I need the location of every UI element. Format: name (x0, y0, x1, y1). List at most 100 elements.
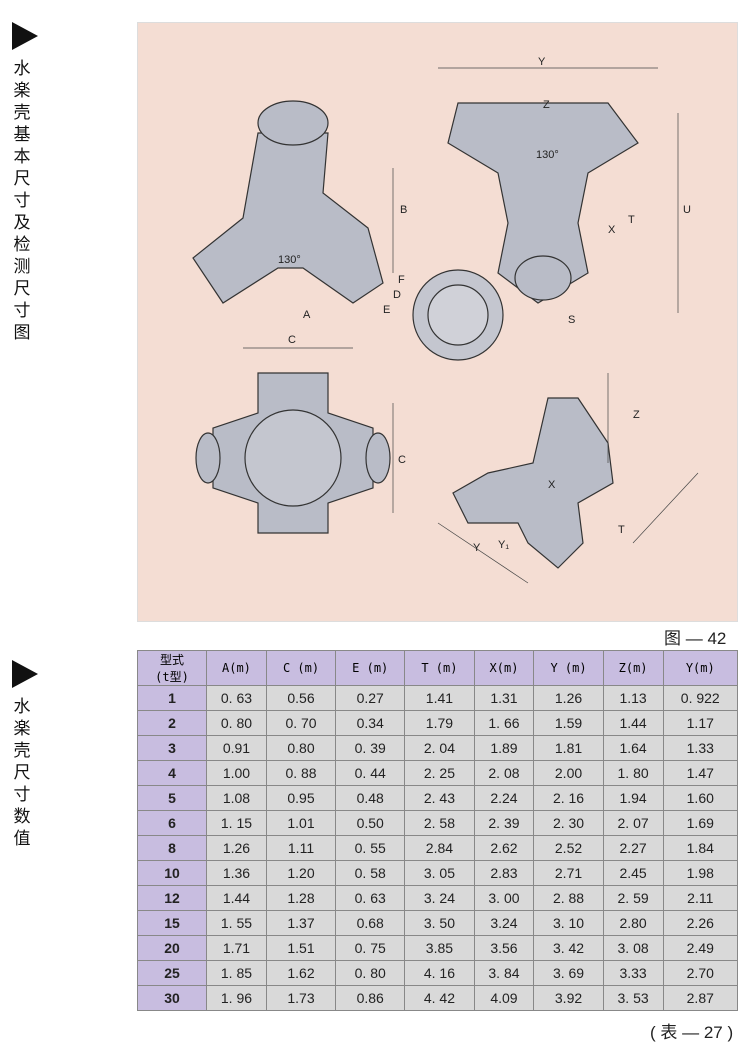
column-header: E (m) (335, 650, 406, 686)
value-cell: 0.95 (265, 785, 337, 811)
value-cell: 1. 85 (206, 960, 267, 986)
label-y2: Y (473, 542, 481, 554)
value-cell: 2. 04 (404, 735, 475, 761)
value-cell: 1.47 (662, 760, 739, 786)
value-cell: 0. 88 (265, 760, 337, 786)
value-cell: 3. 42 (533, 935, 604, 961)
value-cell: 2.70 (662, 960, 739, 986)
type-cell: 25 (137, 960, 207, 986)
value-cell: 3. 53 (602, 985, 664, 1011)
value-cell: 3. 69 (533, 960, 604, 986)
column-header: Y (m) (533, 650, 604, 686)
column-header: 型式 (t型) (137, 650, 207, 686)
value-cell: 2. 58 (404, 810, 475, 836)
value-cell: 0. 44 (335, 760, 406, 786)
value-cell: 2.26 (662, 910, 739, 936)
label-z2: Z (633, 409, 640, 421)
type-cell: 30 (137, 985, 207, 1011)
value-cell: 3.24 (473, 910, 535, 936)
label-c2: C (398, 454, 406, 466)
value-cell: 1.44 (206, 885, 267, 911)
label-angle: 130° (536, 149, 559, 161)
value-cell: 1.71 (206, 935, 267, 961)
label-x2: X (548, 479, 556, 491)
value-cell: 1.41 (404, 685, 475, 711)
value-cell: 1.79 (404, 710, 475, 736)
value-cell: 0. 63 (206, 685, 267, 711)
value-cell: 1.81 (533, 735, 604, 761)
label-d: D (393, 289, 401, 301)
value-cell: 3. 84 (473, 960, 535, 986)
value-cell: 0. 75 (335, 935, 406, 961)
value-cell: 1. 80 (602, 760, 664, 786)
value-cell: 2. 07 (602, 810, 664, 836)
column-header: X(m) (473, 650, 535, 686)
value-cell: 2. 16 (533, 785, 604, 811)
value-cell: 3.33 (602, 960, 664, 986)
tetrapod-3d-view (452, 397, 614, 569)
label-z: Z (543, 99, 550, 111)
value-cell: 1.36 (206, 860, 267, 886)
type-cell: 20 (137, 935, 207, 961)
value-cell: 1.44 (602, 710, 664, 736)
column-header: C (m) (265, 650, 337, 686)
value-cell: 0.34 (335, 710, 406, 736)
type-cell: 4 (137, 760, 207, 786)
value-cell: 0.56 (265, 685, 337, 711)
value-cell: 3.85 (404, 935, 475, 961)
value-cell: 1.37 (265, 910, 337, 936)
label-e: E (383, 304, 390, 316)
value-cell: 2.49 (662, 935, 739, 961)
dimension-diagram: Y U B C A E D F C 130° 130° Z X T S Z X … (137, 22, 738, 622)
section-title-table: 水楽壳尺寸数值 (13, 697, 31, 848)
section-arrow-icon (12, 660, 38, 688)
value-cell: 1.94 (602, 785, 664, 811)
type-cell: 12 (137, 885, 207, 911)
value-cell: 1.62 (265, 960, 337, 986)
value-cell: 3. 24 (404, 885, 475, 911)
column-header: A(m) (206, 650, 267, 686)
value-cell: 2.71 (533, 860, 604, 886)
value-cell: 2.24 (473, 785, 535, 811)
column-header: Y(m) (662, 650, 739, 686)
value-cell: 2. 39 (473, 810, 535, 836)
value-cell: 1.51 (265, 935, 337, 961)
value-cell: 2. 08 (473, 760, 535, 786)
type-cell: 2 (137, 710, 207, 736)
value-cell: 0. 55 (335, 835, 406, 861)
value-cell: 1. 15 (206, 810, 267, 836)
value-cell: 0. 80 (335, 960, 406, 986)
value-cell: 0.80 (265, 735, 337, 761)
value-cell: 2.84 (404, 835, 475, 861)
column-header: Z(m) (602, 650, 664, 686)
value-cell: 0.50 (335, 810, 406, 836)
value-cell: 2. 59 (602, 885, 664, 911)
label-t2: T (618, 524, 625, 536)
value-cell: 1.17 (662, 710, 739, 736)
value-cell: 1. 66 (473, 710, 535, 736)
value-cell: 4. 42 (404, 985, 475, 1011)
value-cell: 1.60 (662, 785, 739, 811)
value-cell: 0. 70 (265, 710, 337, 736)
value-cell: 1.84 (662, 835, 739, 861)
value-cell: 1.08 (206, 785, 267, 811)
value-cell: 1.13 (602, 685, 664, 711)
type-cell: 5 (137, 785, 207, 811)
value-cell: 1.26 (533, 685, 604, 711)
value-cell: 4.09 (473, 985, 535, 1011)
value-cell: 1.01 (265, 810, 337, 836)
value-cell: 2. 25 (404, 760, 475, 786)
value-cell: 2.80 (602, 910, 664, 936)
value-cell: 3. 08 (602, 935, 664, 961)
value-cell: 1.11 (265, 835, 337, 861)
value-cell: 1.98 (662, 860, 739, 886)
value-cell: 0. 80 (206, 710, 267, 736)
value-cell: 0. 63 (335, 885, 406, 911)
